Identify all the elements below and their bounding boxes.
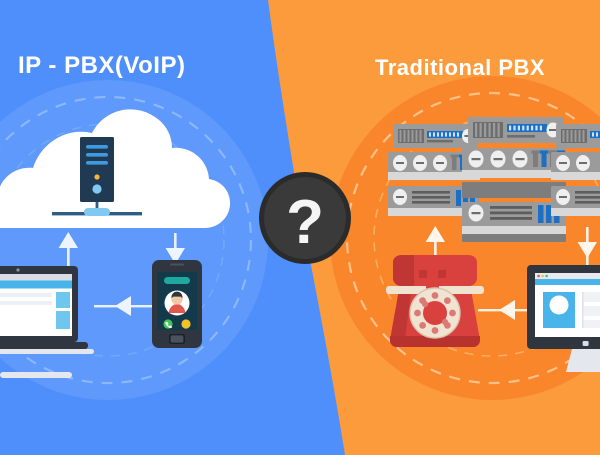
laptop-icon	[0, 266, 94, 354]
desktop-monitor-icon	[0, 265, 600, 378]
server-tower-icon	[80, 137, 114, 202]
rack-to-monitor-arrow	[577, 227, 597, 272]
phone-to-laptop-arrow	[94, 296, 154, 316]
right-panel-title: Traditional PBX	[375, 55, 546, 80]
cloud-shape	[0, 109, 231, 228]
right-dashed-ring	[345, 91, 600, 385]
smartphone-call-icon	[152, 260, 202, 348]
pbx-rack-right-icon	[551, 124, 600, 216]
cloud-to-laptop-arrow	[58, 232, 78, 280]
question-badge-circle	[264, 177, 346, 259]
left-dashed-ring	[0, 95, 253, 385]
monitor-to-phone-arrow	[478, 300, 536, 320]
left-panel-title: IP - PBX(VoIP)	[18, 52, 186, 79]
cloud-server-icon	[0, 109, 231, 228]
rotary-telephone-icon	[386, 255, 484, 347]
server-base	[52, 202, 142, 216]
question-mark-glyph: ?	[286, 188, 324, 257]
